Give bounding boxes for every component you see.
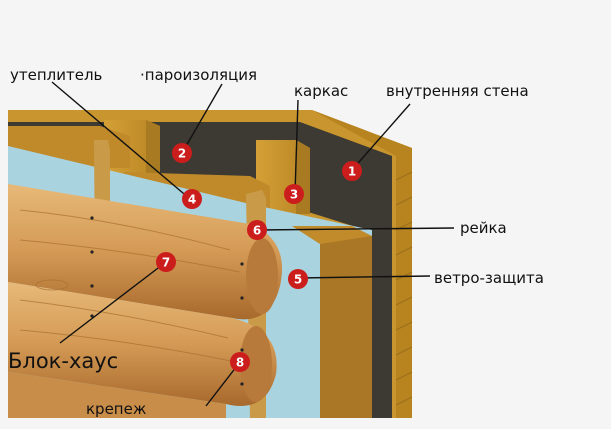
- label-fastener: крепеж: [86, 400, 146, 418]
- svg-text:7: 7: [162, 256, 170, 270]
- svg-text:2: 2: [178, 147, 186, 161]
- marker-7: 7: [156, 252, 176, 272]
- label-inner-wall: внутренняя стена: [386, 82, 529, 100]
- label-frame: каркас: [294, 82, 348, 100]
- label-wind-barrier: ветро-защита: [434, 269, 544, 287]
- svg-text:6: 6: [253, 224, 261, 238]
- marker-5: 5: [288, 269, 308, 289]
- marker-2: 2: [172, 143, 192, 163]
- svg-text:1: 1: [348, 165, 356, 179]
- block-house-logs: [8, 184, 282, 418]
- marker-4: 4: [182, 189, 202, 209]
- svg-text:5: 5: [294, 273, 302, 287]
- svg-text:4: 4: [188, 193, 196, 207]
- label-vapor-barrier: ·пароизоляция: [140, 66, 257, 84]
- marker-6: 6: [247, 220, 267, 240]
- marker-3: 3: [284, 184, 304, 204]
- marker-8: 8: [230, 352, 250, 372]
- svg-text:8: 8: [236, 356, 244, 370]
- leader-lines: [51, 81, 455, 407]
- label-block-house: Блок-хаус: [8, 349, 118, 373]
- fastener-dots: [90, 216, 244, 386]
- marker-1: 1: [342, 161, 362, 181]
- frame-post-side: [320, 236, 372, 418]
- svg-text:3: 3: [290, 188, 298, 202]
- label-insulation: утеплитель: [10, 66, 102, 84]
- label-batten: рейка: [460, 219, 507, 237]
